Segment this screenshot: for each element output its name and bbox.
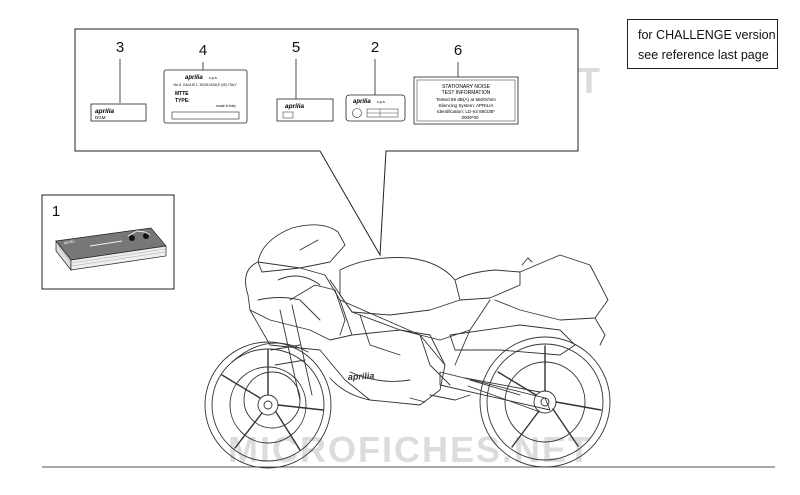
plate-6-line4: 0009*00 [461,115,479,120]
plate-4-line1: MTTE [175,91,189,97]
plate-6-line3: Identification: LD-e3 89/235* [437,109,495,114]
callout-number-1: 1 [52,203,60,220]
callout-number-6: 6 [454,42,462,59]
callout-number-4: 4 [199,42,207,59]
decal-5-brand: aprilia [285,103,305,110]
plate-6-line2: Silencing System: APRILIA [438,103,494,108]
callout-number-3: 3 [116,39,124,56]
plate-2-circle [352,108,362,118]
plate-4-brand: aprilia [185,75,203,81]
decal-3-sub: DGM [95,115,106,120]
plate-6-line1: Tested 89 dB(A) at 5500r/min [436,97,496,102]
plate-6 [413,76,519,125]
challenge-note: for CHALLENGE version see reference last… [627,19,778,69]
plate-4 [163,69,248,124]
plate-6-inner [416,79,516,122]
watermark-bottom: MICROFICHES.NET [228,429,592,470]
plate-4-origin: made in Italy [216,104,236,108]
plate-4-line2: TYPE: [175,98,190,104]
plate-2-brand: aprilia [353,99,371,105]
decal-5-box [282,111,294,119]
challenge-note-line1: for CHALLENGE version [638,28,776,42]
plate-6-title1: STATIONARY NOISE [442,84,491,90]
decal-3 [90,103,147,122]
fairing-logo: aprilia [348,371,375,382]
plate-2-brand-suffix: s.p.a. [377,100,386,104]
plate-2 [345,94,406,122]
decal-3-brand: aprilia [95,108,115,115]
callout-number-2: 2 [371,39,379,56]
decal-5 [276,98,334,122]
plate-4-field [171,111,240,120]
plate-6-title2: TEST INFORMATION [442,90,491,96]
callout-number-5: 5 [292,39,300,56]
plate-4-address: Via G. GALILEI 1, 30033 NOALE (VE) ITALY [173,83,237,87]
plate-4-brand-suffix: s.p.a. [209,76,218,80]
owner-manual [55,227,167,272]
manual-brand: aprilia [63,238,75,245]
challenge-note-line2: see reference last page [638,48,769,62]
motorcycle [204,224,611,469]
